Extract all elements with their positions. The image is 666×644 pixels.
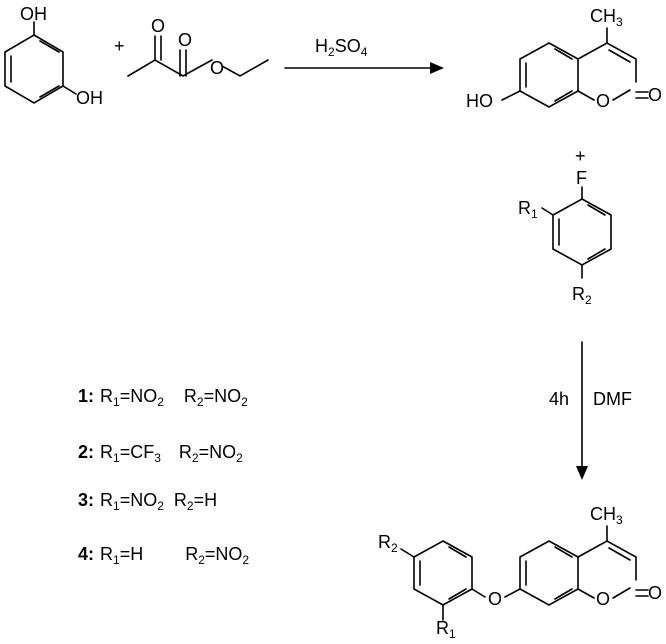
oh-label-top: OH bbox=[20, 4, 47, 24]
plus-sign-1: + bbox=[114, 36, 125, 56]
step-1-arrow: H2SO4 bbox=[284, 36, 444, 74]
aryl-fluoride-structure: F R1 R2 bbox=[518, 168, 612, 307]
product-r1-label: R1 bbox=[436, 618, 456, 641]
aryl-r1-label: R1 bbox=[518, 198, 538, 221]
product-ether-o-label: O bbox=[488, 589, 502, 609]
coumarin-ring-o-label: O bbox=[596, 91, 610, 111]
plus-sign-2: + bbox=[575, 146, 586, 166]
product-ring-o-label: O bbox=[596, 589, 610, 609]
step-2-arrow: 4h DMF bbox=[549, 341, 632, 480]
oh-label-bottom: OH bbox=[76, 88, 103, 108]
product-r2-label: R2 bbox=[378, 532, 398, 555]
coumarin-structure: CH3 HO O O bbox=[466, 6, 662, 111]
step-2-solvent: DMF bbox=[593, 389, 632, 409]
fluorine-label: F bbox=[576, 168, 587, 188]
product-ch3-label: CH3 bbox=[590, 504, 623, 527]
coumarin-ch3-label: CH3 bbox=[590, 6, 623, 29]
product-structure: CH3 R2 R1 O O O bbox=[378, 504, 662, 641]
product-carbonyl-o-label: O bbox=[648, 583, 662, 603]
step-1-reagent: H2SO4 bbox=[315, 36, 368, 59]
ketone-o-label: O bbox=[151, 16, 165, 36]
coumarin-carbonyl-o-label: O bbox=[648, 85, 662, 105]
resorcinol-structure: OH OH bbox=[4, 4, 103, 108]
aryl-r2-label: R2 bbox=[572, 284, 592, 307]
coumarin-ho-label: HO bbox=[466, 91, 493, 111]
ester-carbonyl-o-label: O bbox=[178, 30, 192, 50]
ester-o-label: O bbox=[210, 58, 224, 78]
step-2-time: 4h bbox=[549, 389, 569, 409]
ethyl-acetoacetate-structure: O O O bbox=[127, 16, 269, 78]
